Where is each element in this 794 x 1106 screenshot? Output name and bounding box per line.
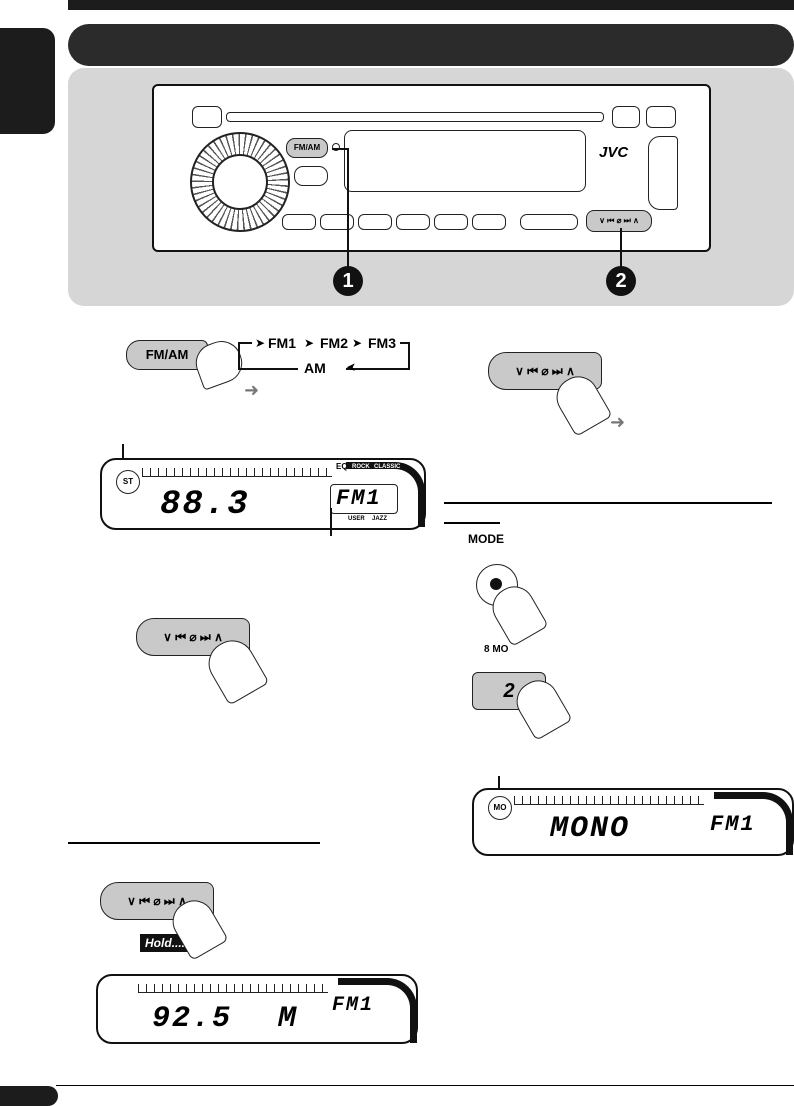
language-tab	[0, 28, 55, 134]
fm-am-pointer-dot	[332, 143, 340, 151]
section-rule-left	[68, 842, 320, 844]
frequency-readout: 88.3	[160, 486, 250, 524]
section-title-bar	[68, 24, 794, 66]
car-receiver-faceplate: FM/AM JVC ∨ ⏮ ⌀ ⏭ ∧	[152, 84, 711, 252]
preset-button-6[interactable]	[472, 214, 506, 230]
display-tuning: ST EQ ROCK CLASSIC 88.3 FM1 USER JAZZ	[100, 458, 426, 530]
push-arrow-icon-2: ➜	[610, 412, 626, 432]
mono-readout: MONO	[550, 812, 631, 846]
band-callout-line	[330, 508, 332, 536]
mo-indicator: MO	[488, 796, 512, 820]
callout-2: 2	[606, 266, 636, 296]
level-meter-2	[514, 796, 704, 805]
band-box	[330, 484, 398, 514]
preset-key-label: 8 MO	[484, 644, 509, 655]
sound-mode-arc	[346, 462, 425, 527]
detach-button[interactable]	[192, 106, 222, 128]
preset-button-3[interactable]	[358, 214, 392, 230]
level-meter-3	[138, 984, 328, 993]
preset-button-1[interactable]	[282, 214, 316, 230]
secondary-button[interactable]	[294, 166, 328, 186]
sound-mode-user: USER	[348, 516, 365, 522]
fm-am-button-large[interactable]: FM/AM	[126, 340, 208, 370]
sound-mode-jazz: JAZZ	[372, 516, 387, 522]
band-fm3: FM3	[368, 335, 396, 351]
disc-slot	[226, 112, 604, 122]
footer-rule	[56, 1085, 794, 1086]
brand-logo: JVC	[599, 144, 629, 161]
callout-1: 1	[333, 266, 363, 296]
band-readout: FM1	[336, 486, 382, 511]
callout-2-line	[620, 228, 622, 268]
subsection-rule-right	[444, 522, 500, 524]
preset-button-4[interactable]	[396, 214, 430, 230]
band-cycle-diagram: FM1 FM2 FM3 ➤ ➤ ➤ AM ➤	[238, 335, 410, 376]
volume-knob-center	[212, 154, 268, 210]
eq-indicator: EQ	[336, 462, 348, 471]
mo-callout-line	[498, 776, 500, 796]
sound-mode-arc-3	[338, 978, 417, 1043]
right-control-pad[interactable]	[648, 136, 678, 210]
frequency-readout-2: 92.5	[152, 1002, 233, 1036]
band-fm1: FM1	[268, 335, 296, 351]
section-rule-right	[444, 502, 772, 504]
band-fm2: FM2	[320, 335, 348, 351]
mode-label: MODE	[468, 532, 504, 546]
preset-button-2[interactable]	[320, 214, 354, 230]
level-meter	[142, 468, 332, 477]
band-am: AM	[304, 360, 326, 376]
display-window	[344, 130, 586, 192]
preset-button-5[interactable]	[434, 214, 468, 230]
seek-button[interactable]: ∨ ⏮ ⌀ ⏭ ∧	[586, 210, 652, 232]
hold-label: Hold....	[140, 934, 190, 952]
sound-mode-classic: CLASSIC	[374, 464, 401, 470]
eject-button-left[interactable]	[612, 106, 640, 128]
sound-mode-arc-2	[714, 792, 793, 855]
callout-1-line	[347, 148, 349, 268]
aux-jack	[520, 214, 578, 230]
eject-button-right[interactable]	[646, 106, 676, 128]
callout-1-line-h	[332, 148, 348, 150]
fm-am-button[interactable]: FM/AM	[286, 138, 328, 158]
sound-mode-rock: ROCK	[352, 464, 370, 470]
page-number-tab	[0, 1086, 58, 1106]
push-arrow-icon: ➜	[244, 380, 260, 400]
display-mono: MO MONO FM1	[472, 788, 794, 856]
display-preset: 92.5 M FM1	[96, 974, 418, 1044]
st-indicator: ST	[116, 470, 140, 494]
mode-button-dot	[490, 578, 502, 590]
preset-m-indicator: M	[278, 1002, 299, 1036]
top-bar	[68, 0, 794, 10]
